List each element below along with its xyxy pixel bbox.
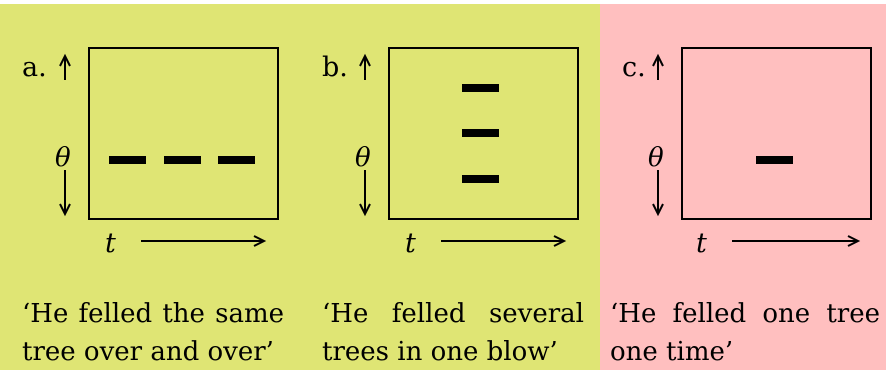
caption: ‘He felled one tree one time’ xyxy=(610,299,880,367)
event-bar xyxy=(462,175,499,183)
panel-b: b. θ t ‘He felled several trees in one b… xyxy=(300,0,584,370)
event-bar xyxy=(756,156,793,164)
green-background xyxy=(0,4,600,370)
event-bar xyxy=(462,129,499,137)
theta-axis-label: θ xyxy=(648,143,664,173)
plot-box xyxy=(681,47,872,220)
t-axis-label: t xyxy=(696,228,707,259)
event-bar xyxy=(462,84,499,92)
panel-c: c. θ t ‘He felled one tree one time’ xyxy=(600,0,880,370)
plot-box xyxy=(88,47,279,220)
plot-box xyxy=(388,47,579,220)
event-bar xyxy=(218,156,255,164)
panel-letter: c. xyxy=(622,52,646,83)
panel-a: a. θ t ‘He felled the same tree over and… xyxy=(0,0,284,370)
axis-arrows xyxy=(59,53,267,247)
t-axis-label: t xyxy=(405,228,416,259)
event-bar xyxy=(109,156,146,164)
panel-letter: b. xyxy=(322,52,348,83)
caption: ‘He felled the same tree over and over’ xyxy=(22,299,284,367)
panel-letter: a. xyxy=(22,52,47,83)
pink-background xyxy=(600,4,886,370)
theta-axis-label: θ xyxy=(355,143,371,173)
axis-arrows xyxy=(359,53,567,247)
event-bar xyxy=(164,156,201,164)
theta-axis-label: θ xyxy=(55,143,71,173)
caption: ‘He felled several trees in one blow’ xyxy=(322,299,584,367)
t-axis-label: t xyxy=(105,228,116,259)
axis-arrows xyxy=(652,53,861,247)
